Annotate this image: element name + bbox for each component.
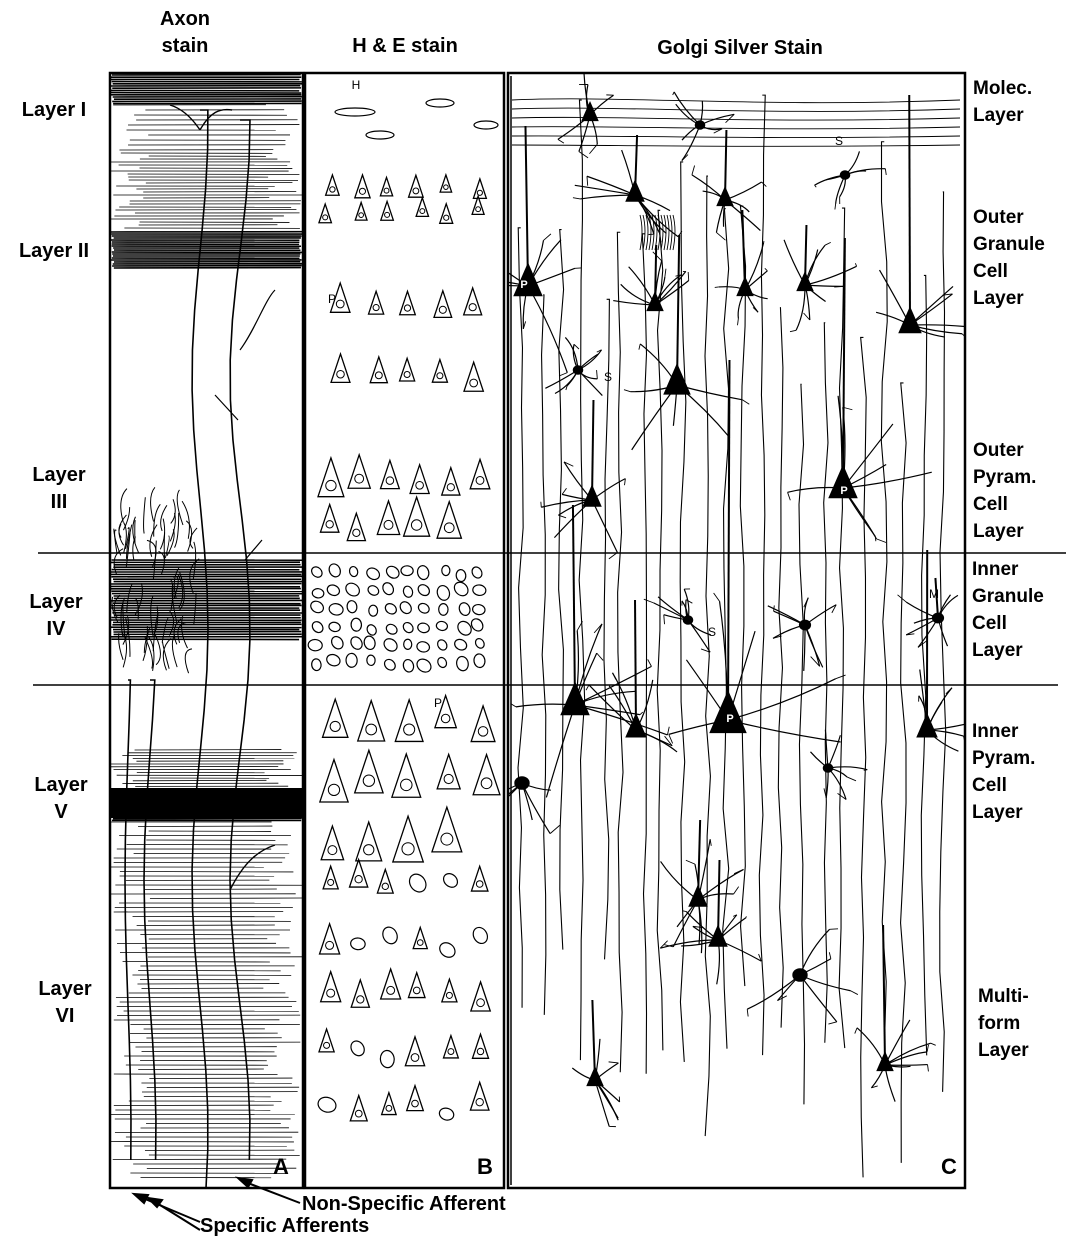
layer-label-vi: Layer VI	[0, 976, 130, 1030]
layer-label-i: Layer I	[0, 97, 108, 124]
right-label-outer-granule: Outer Granule Cell Layer	[973, 204, 1045, 312]
layer-v-line2: V	[0, 799, 122, 826]
golgi-stain-panel	[508, 73, 965, 1188]
right-label-inner-granule: Inner Granule Cell Layer	[972, 556, 1044, 664]
mf-line3: Layer	[978, 1037, 1029, 1064]
golgi-label-s1: S	[831, 134, 847, 148]
layer-vi-line2: VI	[0, 1003, 130, 1030]
ig-line4: Layer	[972, 637, 1044, 664]
molec-line1: Molec.	[973, 75, 1032, 102]
golgi-label-p1: P	[516, 279, 532, 292]
og-line4: Layer	[973, 285, 1045, 312]
ip-line2: Pyram.	[972, 745, 1035, 772]
axon-title-line2: stain	[150, 33, 220, 60]
right-label-multiform: Multi- form Layer	[978, 983, 1029, 1064]
layer-i-text: Layer I	[0, 97, 108, 124]
right-label-molecular: Molec. Layer	[973, 75, 1032, 129]
panel-letter-c: C	[934, 1153, 964, 1180]
layer-label-v: Layer V	[0, 772, 122, 826]
layer-iv-line2: IV	[0, 616, 112, 643]
golgi-stain-title: Golgi Silver Stain	[580, 35, 900, 62]
golgi-label-p3: P	[722, 713, 738, 726]
panel-letter-b: B	[470, 1153, 500, 1180]
ip-line3: Cell	[972, 772, 1035, 799]
mf-line2: form	[978, 1010, 1029, 1037]
ig-line2: Granule	[972, 583, 1044, 610]
golgi-neurons	[462, 65, 990, 1178]
op-line2: Pyram.	[973, 464, 1036, 491]
he-stain-title: H & E stain	[320, 33, 490, 60]
he-label-p1: P	[322, 292, 342, 306]
axon-title-line1: Axon	[150, 6, 220, 33]
og-line2: Granule	[973, 231, 1045, 258]
layer-iv-line1: Layer	[0, 589, 112, 616]
layer-ii-text: Layer II	[0, 238, 108, 265]
ig-line1: Inner	[972, 556, 1044, 583]
layer-iii-line1: Layer	[0, 462, 118, 489]
golgi-label-m: M	[926, 587, 942, 601]
mf-line1: Multi-	[978, 983, 1029, 1010]
panel-letter-a: A	[266, 1153, 296, 1180]
ig-line3: Cell	[972, 610, 1044, 637]
golgi-label-s2: S	[600, 370, 616, 384]
right-label-inner-pyramidal: Inner Pyram. Cell Layer	[972, 718, 1035, 826]
golgi-label-p2: P	[836, 485, 852, 498]
molec-line2: Layer	[973, 102, 1032, 129]
og-line1: Outer	[973, 204, 1045, 231]
op-line4: Layer	[973, 518, 1036, 545]
golgi-label-s3: S	[704, 625, 720, 639]
axon-stain-title: Axon stain	[150, 6, 220, 60]
ip-line4: Layer	[972, 799, 1035, 826]
layer-label-iii: Layer III	[0, 462, 118, 516]
he-cell-bodies	[308, 99, 500, 1122]
layer-iii-line2: III	[0, 489, 118, 516]
layer-label-ii: Layer II	[0, 238, 108, 265]
right-label-outer-pyramidal: Outer Pyram. Cell Layer	[973, 437, 1036, 545]
layer-vi-line1: Layer	[0, 976, 130, 1003]
layer-label-iv: Layer IV	[0, 589, 112, 643]
he-label-h: H	[346, 78, 366, 92]
layer-v-line1: Layer	[0, 772, 122, 799]
ip-line1: Inner	[972, 718, 1035, 745]
og-line3: Cell	[973, 258, 1045, 285]
axon-fiber-hatching	[110, 75, 303, 1190]
specific-afferents-label: Specific Afferents	[200, 1213, 369, 1240]
he-label-p2: P	[428, 696, 448, 710]
op-line1: Outer	[973, 437, 1036, 464]
op-line3: Cell	[973, 491, 1036, 518]
